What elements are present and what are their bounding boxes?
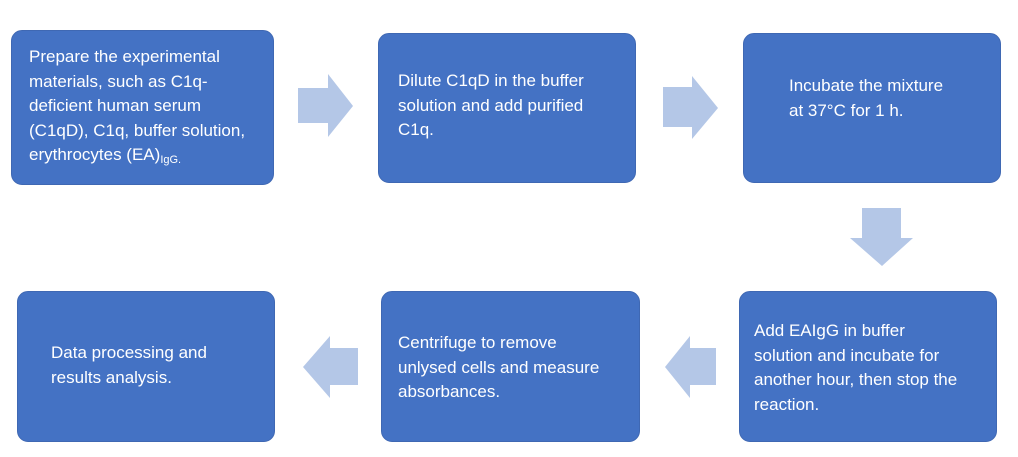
step-5-line: unlysed cells and measure [398, 357, 600, 377]
step-1-box: Prepare the experimental materials, such… [11, 30, 274, 185]
step-2-line: C1q. [398, 120, 434, 139]
step-1-line: erythrocytes (EA)IgG. [29, 143, 245, 168]
step-1-line: Prepare the experimental [29, 47, 220, 66]
step-2-line: solution and add purified [398, 95, 584, 115]
step-5-line: absorbances. [398, 382, 501, 401]
igg-subscript: IgG. [160, 154, 182, 166]
step-3-text: Incubate the mixture at 37°C for 1 h. [789, 74, 943, 123]
step-1-line: materials, such as C1q- [29, 71, 208, 91]
step-3-line: at 37°C for 1 h. [789, 100, 904, 120]
step-5-text: Centrifuge to remove unlysed cells and m… [398, 331, 599, 405]
arrow-left-icon [665, 336, 716, 398]
step-1-line: deficient human serum [29, 96, 201, 115]
step-3-box: Incubate the mixture at 37°C for 1 h. [743, 33, 1001, 183]
arrow-right-icon [663, 76, 718, 139]
step-4-line: Add EAIgG in buffer [754, 321, 905, 340]
step-6-line: Data processing and [51, 343, 207, 362]
step-4-box: Add EAIgG in buffer solution and incubat… [739, 291, 997, 442]
step-3-line: Incubate the mixture [789, 76, 944, 95]
step-5-box: Centrifuge to remove unlysed cells and m… [381, 291, 640, 442]
step-4-line: reaction. [754, 394, 820, 414]
step-5-line: Centrifuge to remove [398, 333, 557, 352]
arrow-down-icon [850, 208, 913, 266]
step-1-text: Prepare the experimental materials, such… [29, 45, 245, 168]
step-6-line: results analysis. [51, 367, 172, 387]
step-4-line: solution and incubate for [754, 345, 940, 365]
step-6-box: Data processing and results analysis. [17, 291, 275, 442]
step-4-line: another hour, then stop the [754, 370, 958, 389]
step-1-line-text: erythrocytes (EA) [29, 145, 161, 164]
step-4-text: Add EAIgG in buffer solution and incubat… [754, 319, 957, 417]
arrow-left-icon [303, 336, 358, 398]
step-2-text: Dilute C1qD in the buffer solution and a… [398, 69, 584, 143]
step-1-line: (C1qD), C1q, buffer solution, [29, 120, 246, 140]
step-2-line: Dilute C1qD in the buffer [398, 71, 584, 90]
arrow-right-icon [298, 74, 353, 137]
step-6-text: Data processing and results analysis. [51, 341, 207, 390]
step-2-box: Dilute C1qD in the buffer solution and a… [378, 33, 636, 183]
